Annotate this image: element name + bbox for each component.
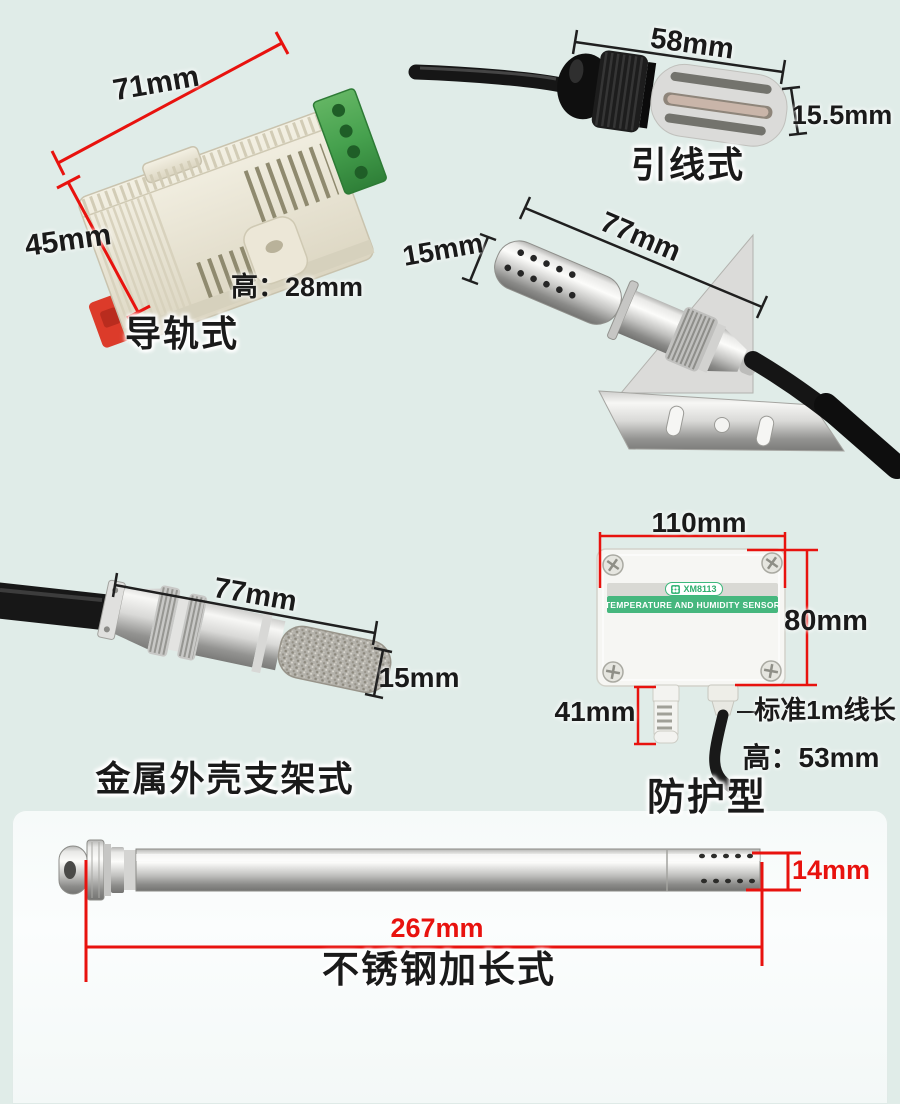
stainless-name-label: 不锈钢加长式 (322, 949, 556, 990)
phillips-screw-icon (602, 554, 624, 576)
stainless-length-dim: 267mm (390, 913, 484, 943)
device-label-model-pill: XM8113 (665, 582, 723, 596)
metal-shell-dimension-lines (111, 572, 393, 700)
device-label-model: XM8113 (683, 584, 717, 594)
bracket-probe-photo (494, 233, 900, 479)
stainless-probe-photo (58, 839, 761, 901)
phillips-screw-icon (760, 660, 782, 682)
phillips-screw-icon (602, 661, 624, 683)
stainless-diameter-dim: 14mm (791, 855, 871, 885)
metal-shell-probe-photo (0, 579, 392, 694)
protected-cable-note: 标准1m线长 (754, 695, 896, 725)
terminal-block (312, 88, 387, 195)
wired-diameter-dim: 15.5mm (791, 100, 893, 130)
wired-dimension-lines (571, 29, 808, 137)
brand-logo-icon (671, 584, 681, 594)
wired-name-label: 引线式 (630, 144, 745, 185)
protected-probe-length-dim: 41mm (554, 696, 636, 727)
stainless-dimension-lines (84, 851, 801, 982)
protected-dimension-lines (598, 532, 818, 746)
metal-bracket-name-label: 金属外壳支架式 (95, 760, 355, 799)
phillips-screw-icon (761, 552, 783, 574)
protected-depth-dim: 高：53mm (742, 742, 880, 773)
device-label-title: TEMPERATURE AND HUMIDITY SENSOR (607, 596, 778, 613)
rail-dimension-lines (50, 31, 290, 320)
protected-name-label: 防护型 (646, 777, 767, 819)
protected-height-dim: 80mm (784, 605, 868, 637)
protected-width-dim: 110mm (651, 507, 747, 538)
bracket-probe-dimension-lines (461, 196, 769, 319)
metal-bracket-diameter-dim: 15mm (378, 662, 460, 693)
rail-depth-dim: 高：28mm (230, 272, 364, 302)
rail-name-label: 导轨式 (124, 313, 239, 354)
rail-sensor-photo (78, 88, 387, 348)
wired-sensor-photo (408, 50, 788, 147)
